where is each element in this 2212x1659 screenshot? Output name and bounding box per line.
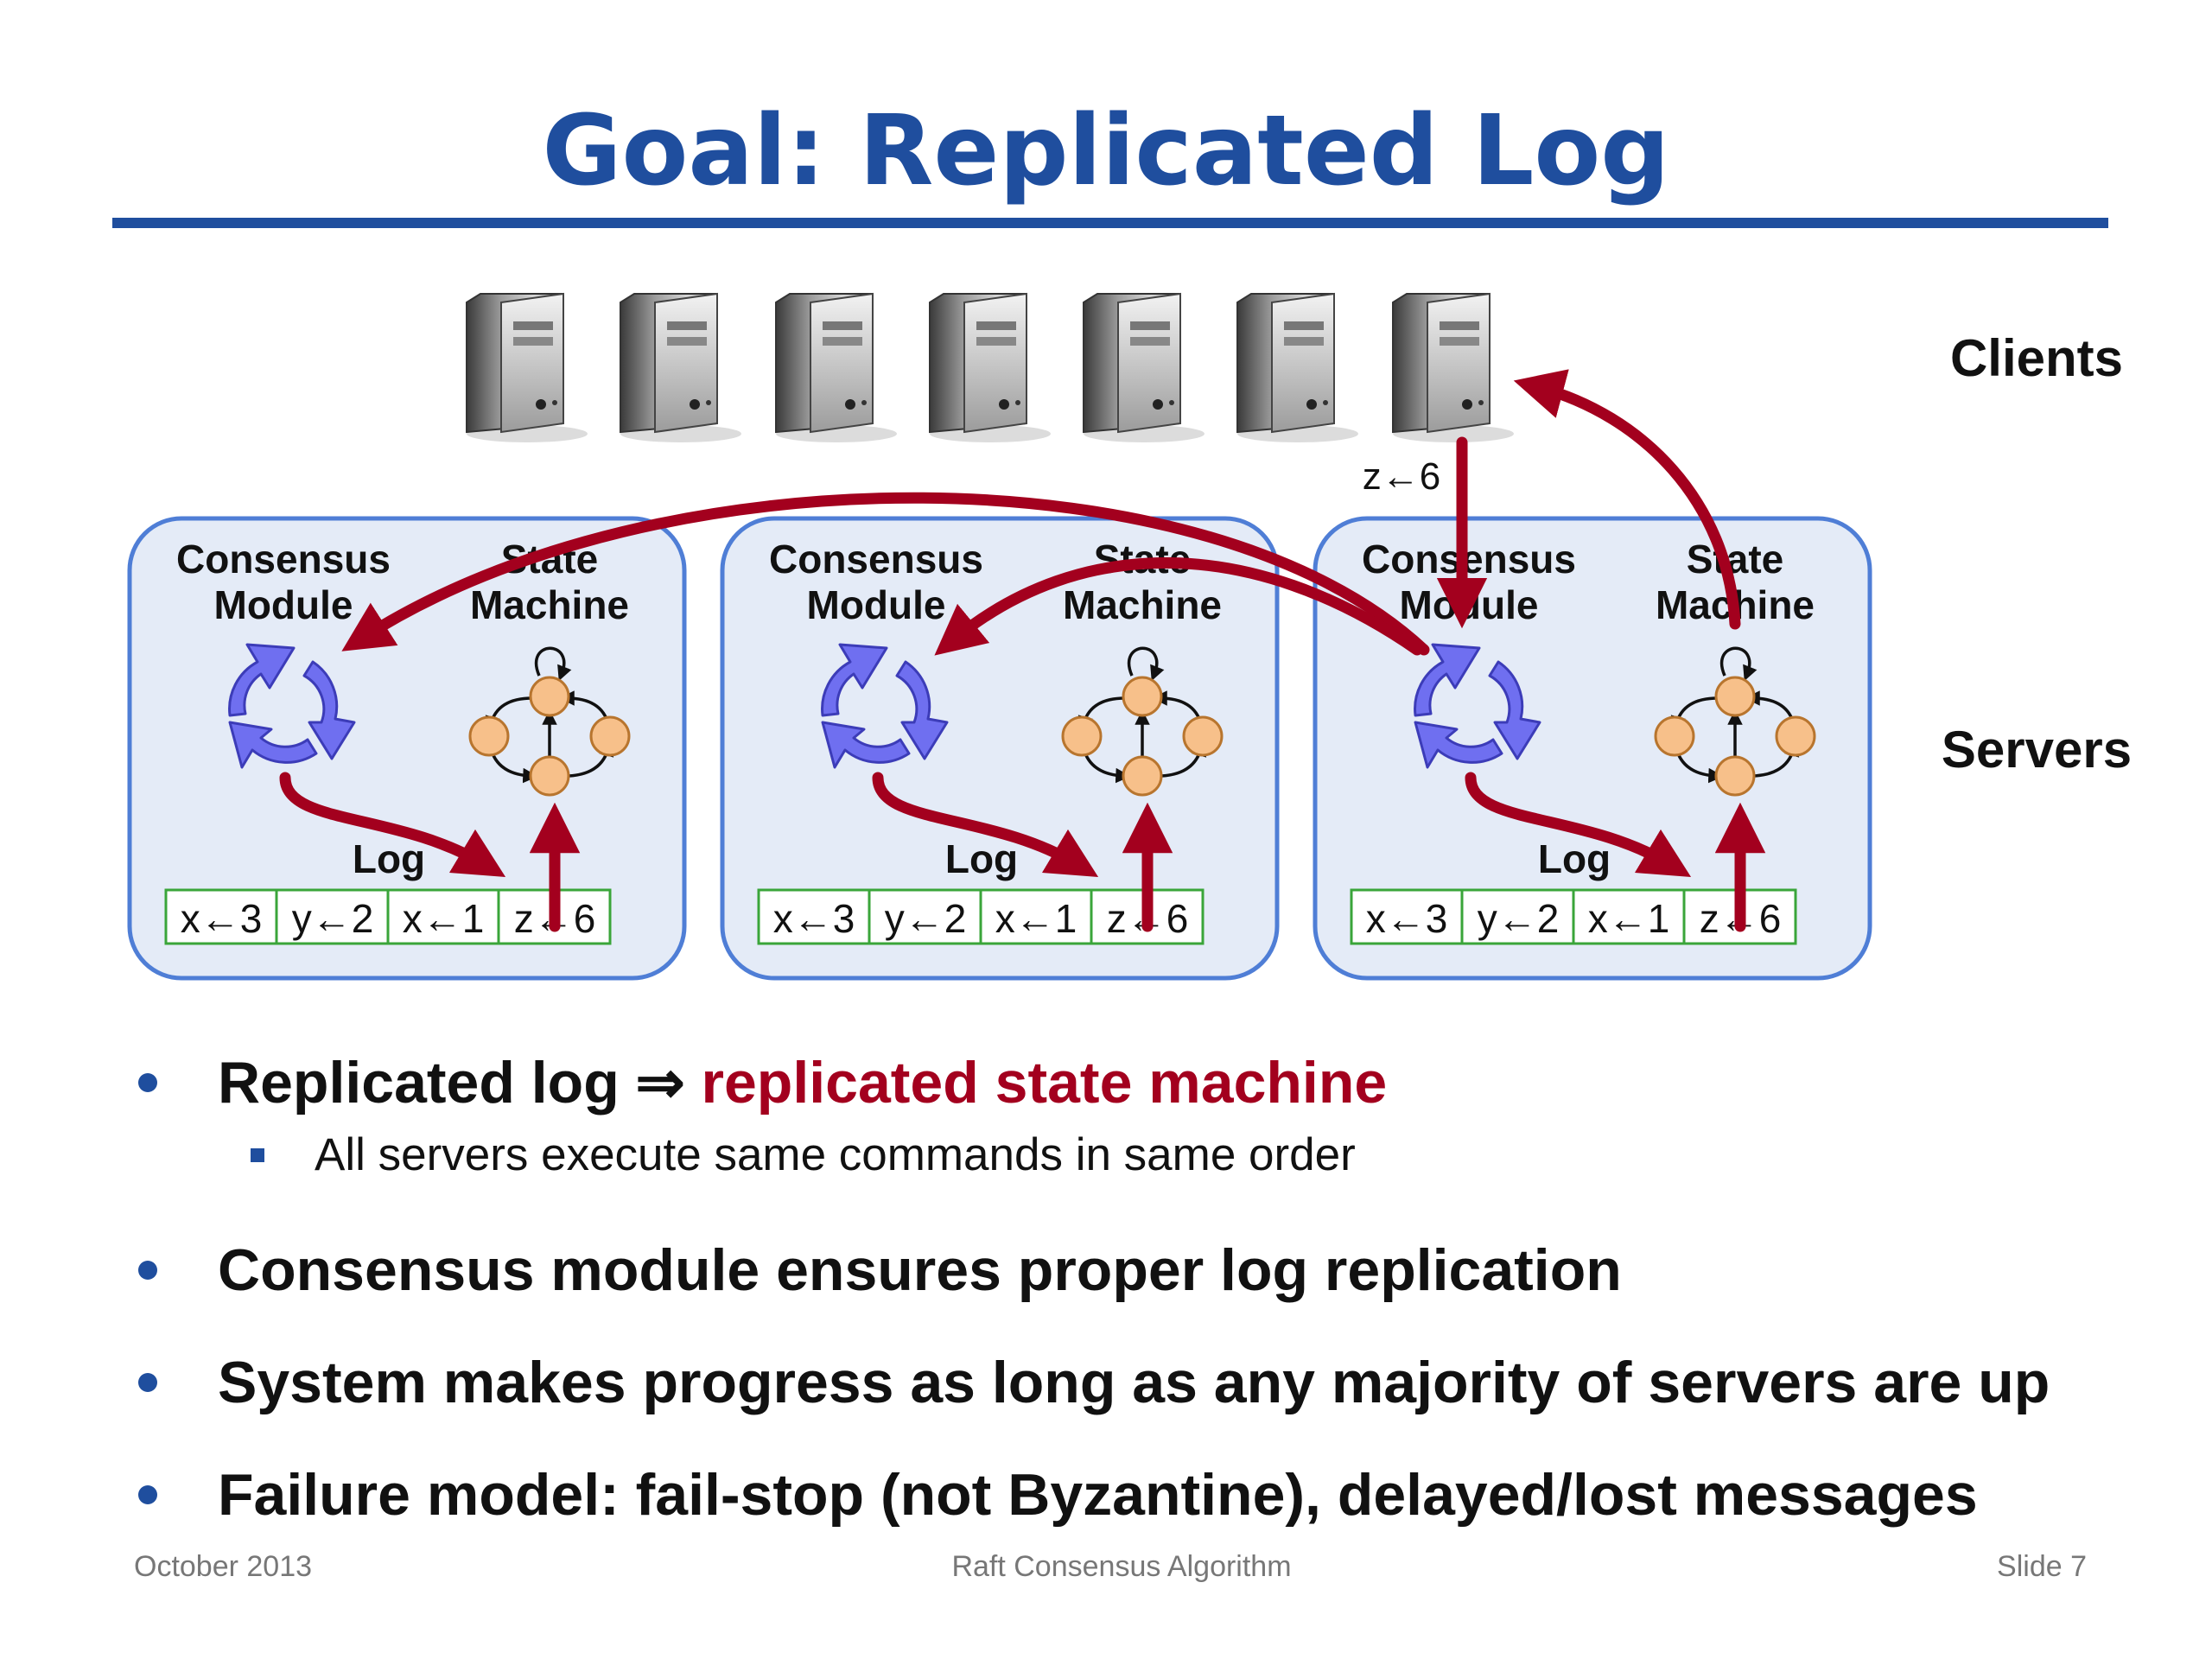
consensus-module-label: Module: [807, 582, 946, 627]
client-computer-icon: [775, 293, 898, 443]
server-1: Consensus Module State Machine Log x←3 y…: [127, 516, 687, 981]
consensus-to-log-arrow: [1465, 772, 1692, 878]
state-machine-label: Machine: [470, 582, 629, 627]
client-request-label: z←6: [1363, 455, 1440, 498]
log-label: Log: [1538, 836, 1611, 881]
log-entry: x←3: [1366, 896, 1448, 941]
client-computer-icon: [620, 293, 742, 443]
client-computer-icon: [1392, 293, 1515, 443]
consensus-module-label: Consensus: [1362, 537, 1576, 582]
consensus-to-log-arrow: [872, 772, 1099, 878]
log: x←3 y←2 x←1 z←6: [757, 888, 1205, 945]
consensus-module-label: Consensus: [176, 537, 391, 582]
state-machine-label: State: [1687, 537, 1783, 582]
consensus-module-label: Module: [1400, 582, 1539, 627]
consensus-to-log-arrow: [279, 772, 506, 878]
server-box: [127, 516, 687, 981]
title-underline: [112, 218, 2108, 228]
client-computer-icon: [929, 293, 1052, 443]
clients-label: Clients: [1950, 329, 2123, 387]
log-entry: y←2: [292, 896, 374, 941]
log-entry: x←3: [773, 896, 855, 941]
servers-label: Servers: [1942, 721, 2132, 779]
slide-title: Goal: Replicated Log: [542, 95, 1670, 207]
server-box: [720, 516, 1280, 981]
consensus-module-label: Module: [214, 582, 353, 627]
client-computer-icon: [1083, 293, 1205, 443]
log: x←3 y←2 x←1 z←6: [164, 888, 612, 945]
footer-date: October 2013: [134, 1550, 313, 1583]
log-entry: y←2: [1478, 896, 1560, 941]
log-entry: x←1: [1588, 896, 1670, 941]
replicate-to-server-2-arrow: [934, 556, 1423, 656]
state-machine-label: Machine: [1063, 582, 1222, 627]
server-box: [1313, 516, 1872, 981]
flow-arrows: [279, 369, 1766, 932]
footer-title: Raft Consensus Algorithm: [951, 1550, 1292, 1583]
replicate-to-server-1-arrow: [341, 492, 1430, 656]
log-label: Log: [353, 836, 425, 881]
log-entry: x←3: [181, 896, 263, 941]
response-to-client-arrow: [1513, 369, 1741, 630]
log-label: Log: [945, 836, 1018, 881]
consensus-module-label: Consensus: [769, 537, 983, 582]
server-3: Consensus Module State Machine Log x←3 y…: [1313, 516, 1872, 981]
client-computer-icon: [1236, 293, 1359, 443]
client-computer-icon: [466, 293, 588, 443]
log-entry: x←1: [995, 896, 1077, 941]
log-entry: y←2: [885, 896, 967, 941]
clients: [466, 293, 1515, 443]
log: x←3 y←2 x←1 z←6: [1350, 888, 1797, 945]
log-entry: x←1: [403, 896, 485, 941]
server-2: Consensus Module State Machine Log x←3 y…: [720, 516, 1280, 981]
footer-slide-number: Slide 7: [1997, 1550, 2087, 1583]
